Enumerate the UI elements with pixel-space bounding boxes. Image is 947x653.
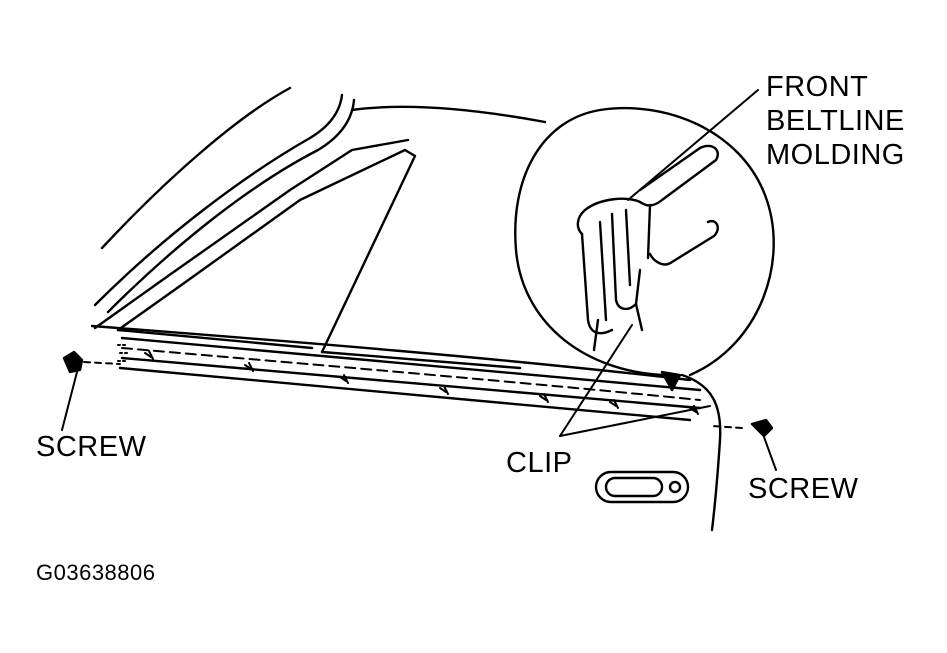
detail-circle [514, 106, 775, 392]
screw-right-icon [711, 418, 774, 438]
screw-left-label: SCREW [36, 431, 147, 463]
figure-id: G03638806 [36, 560, 156, 585]
window-glass-edge [90, 324, 692, 382]
molding-label-line-3: MOLDING [766, 139, 905, 171]
molding-label-line-1: FRONT [766, 71, 869, 103]
molding-label-line-2: BELTLINE [766, 105, 905, 137]
door-frame [93, 86, 547, 354]
clip-marks [117, 344, 699, 415]
molding-cross-section [576, 144, 719, 352]
door-rear-edge [680, 373, 722, 532]
screw-right-label: SCREW [748, 473, 859, 505]
screw-left-icon [62, 350, 121, 374]
door-handle-icon [594, 470, 690, 504]
beltline-molding-strip [118, 336, 702, 422]
clip-label: CLIP [506, 447, 573, 479]
leader-lines [61, 89, 777, 471]
